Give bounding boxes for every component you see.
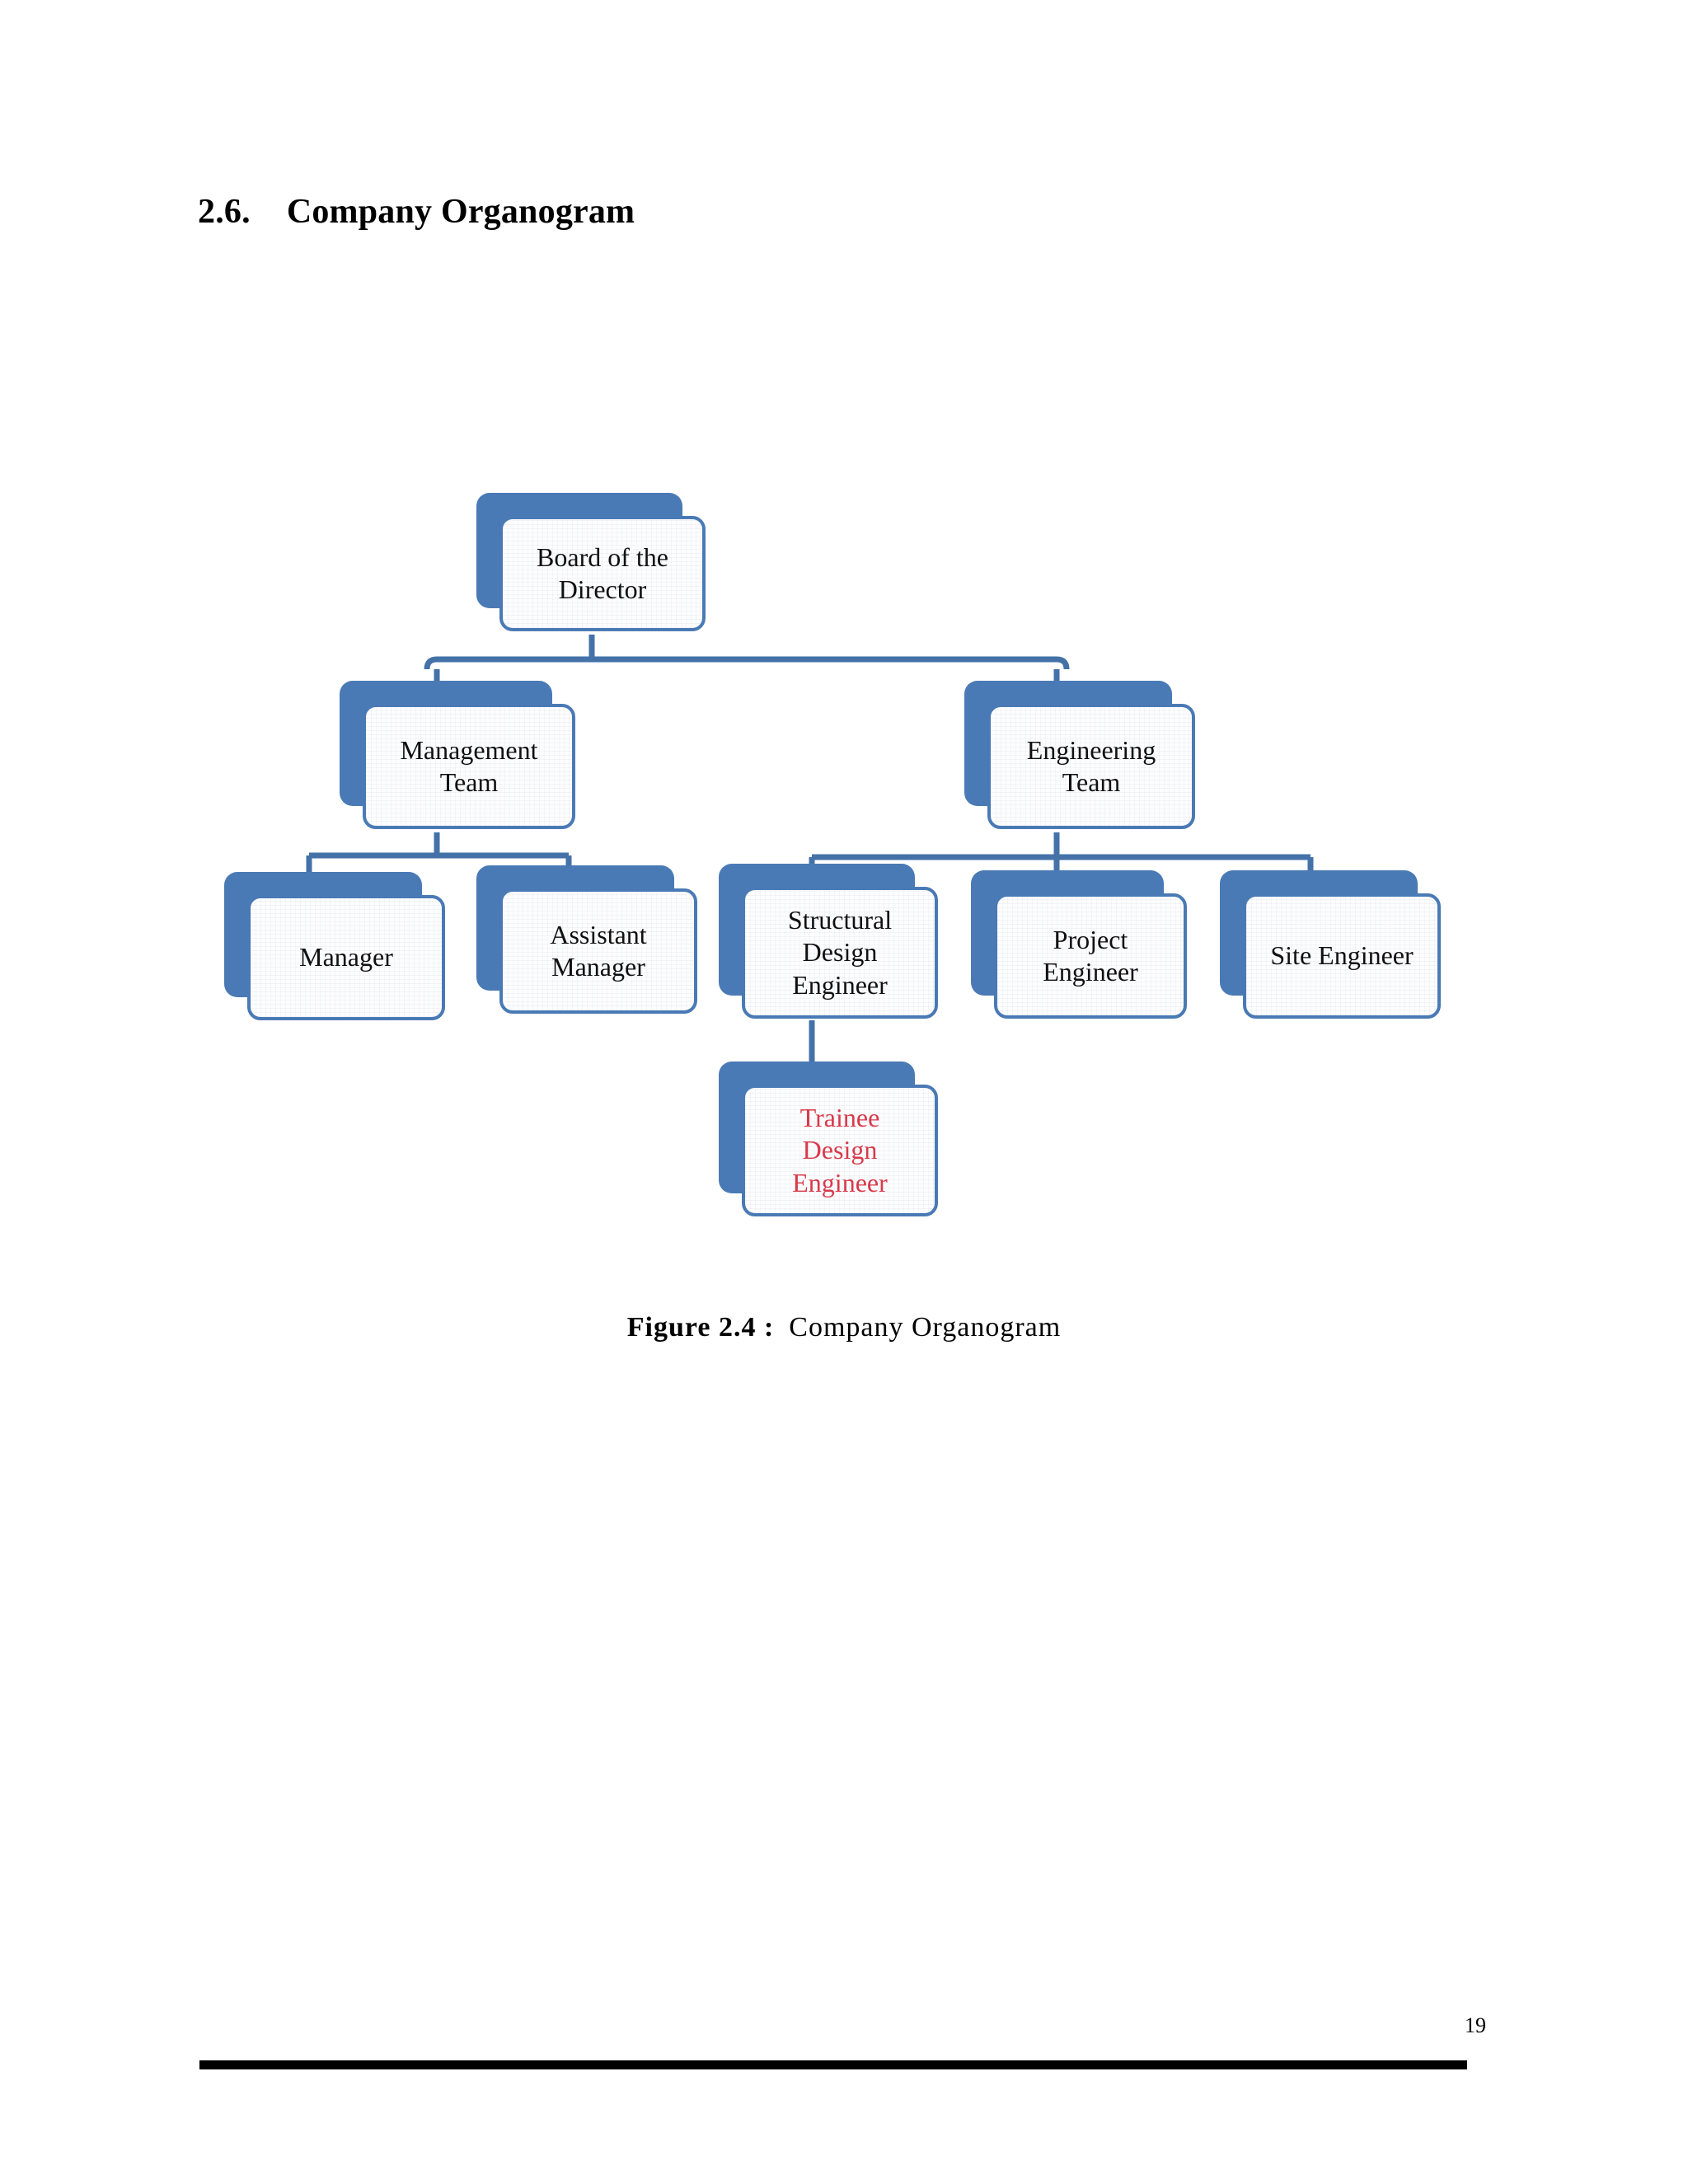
org-node-assistant-manager[interactable]: Assistant Manager bbox=[476, 865, 697, 1014]
figure-caption-label: Figure 2.4 : bbox=[626, 1312, 775, 1343]
node-label: Project Engineer bbox=[1043, 924, 1138, 987]
figure-caption: Figure 2.4 : Company Organogram bbox=[0, 1312, 1688, 1343]
node-label: Assistant Manager bbox=[550, 919, 647, 982]
node-card: Site Engineer bbox=[1243, 893, 1441, 1019]
edge-corner-left-1 bbox=[424, 656, 438, 670]
node-card: Assistant Manager bbox=[499, 888, 697, 1014]
node-card: Structural Design Engineer bbox=[742, 887, 938, 1019]
node-card: Manager bbox=[247, 895, 445, 1020]
node-label: Board of the Director bbox=[537, 541, 668, 604]
node-card: Board of the Director bbox=[499, 516, 706, 631]
node-card: Engineering Team bbox=[987, 704, 1195, 829]
org-node-structural-design-engineer[interactable]: Structural Design Engineer bbox=[719, 864, 938, 1019]
node-label: Management Team bbox=[400, 734, 538, 797]
section-number: 2.6. bbox=[198, 193, 251, 231]
org-node-trainee-design-engineer[interactable]: Trainee Design Engineer bbox=[719, 1062, 938, 1216]
page-title: 2.6. Company Organogram bbox=[198, 192, 635, 232]
node-label: Manager bbox=[299, 942, 393, 972]
node-label: Engineering Team bbox=[1026, 734, 1156, 797]
org-node-project-engineer[interactable]: Project Engineer bbox=[971, 870, 1187, 1019]
section-title-text: Company Organogram bbox=[286, 193, 635, 231]
org-node-engineering-team[interactable]: Engineering Team bbox=[964, 681, 1195, 829]
org-node-manager[interactable]: Manager bbox=[224, 872, 445, 1020]
node-card: Trainee Design Engineer bbox=[742, 1085, 938, 1216]
org-node-management-team[interactable]: Management Team bbox=[340, 681, 575, 829]
figure-caption-text: Company Organogram bbox=[789, 1312, 1062, 1343]
node-card: Management Team bbox=[363, 704, 575, 829]
org-node-site-engineer[interactable]: Site Engineer bbox=[1220, 870, 1441, 1019]
node-label: Structural Design Engineer bbox=[787, 905, 893, 1000]
node-card: Project Engineer bbox=[994, 893, 1187, 1019]
page-number: 19 bbox=[1465, 2013, 1486, 2037]
org-node-board[interactable]: Board of the Director bbox=[476, 493, 706, 631]
edge-corner-right-1 bbox=[1056, 656, 1070, 670]
node-label: Site Engineer bbox=[1270, 940, 1414, 971]
footer-divider bbox=[199, 2060, 1467, 2069]
node-label: Trainee Design Engineer bbox=[792, 1103, 888, 1197]
